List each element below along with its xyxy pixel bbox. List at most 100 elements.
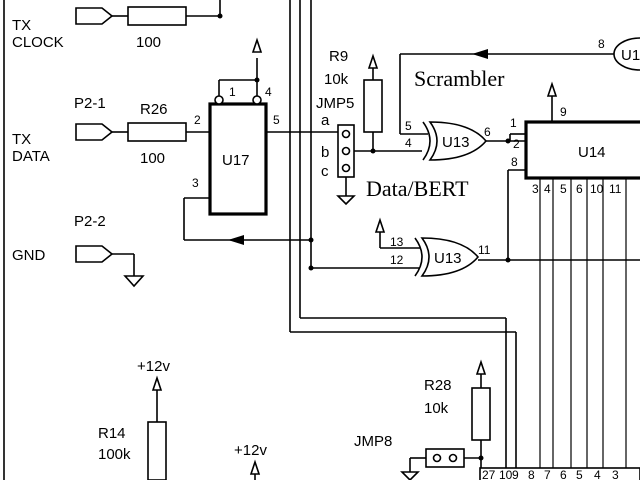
r28-ref: R28 — [424, 377, 452, 394]
xor-gate-u13b-curve — [414, 237, 423, 277]
jmp5-pin-b: b — [321, 144, 329, 161]
jmp5-pin-c: c — [321, 163, 329, 180]
header-pin: 8 — [528, 468, 535, 480]
header-pin: 5 — [576, 468, 583, 480]
u14-pin-bottom: 10 — [590, 182, 604, 196]
u13a-pin-6: 6 — [484, 125, 491, 139]
jumper-pin — [341, 146, 351, 156]
p2-2-label: P2-2 — [74, 213, 106, 230]
xor-gate-u13a — [428, 121, 488, 161]
junction-dot — [308, 265, 314, 271]
supply-arrow — [475, 359, 487, 375]
supply-arrow — [249, 459, 261, 475]
ground-symbol — [336, 195, 356, 206]
ground-symbol — [400, 471, 420, 480]
jmp8-label: JMP8 — [354, 433, 392, 450]
supply-12v-label-2: +12v — [234, 442, 267, 459]
resistor-r28 — [471, 387, 491, 441]
pin-bubble — [252, 95, 262, 105]
resistor-r26 — [127, 122, 187, 142]
u14-pin-9: 9 — [560, 105, 567, 119]
p2-1-label: P2-1 — [74, 95, 106, 112]
data-bert-note: Data/BERT — [366, 176, 469, 201]
u14-pin-1: 1 — [510, 116, 517, 130]
supply-arrow — [374, 217, 386, 233]
xor-gate-u13a-curve — [422, 121, 431, 161]
tx-clock-label-1: TX — [12, 17, 31, 34]
supply-arrow — [251, 37, 263, 53]
connector-header — [479, 467, 640, 480]
u14-pin-bottom: 4 — [544, 182, 551, 196]
junction-dot — [308, 237, 314, 243]
u14-pin-bottom: 3 — [532, 182, 539, 196]
chip-u17 — [208, 102, 268, 216]
r26-value: 100 — [140, 150, 165, 167]
gnd-port — [75, 245, 114, 263]
junction-dot — [254, 77, 260, 83]
u14-pin-bottom: 11 — [609, 182, 622, 196]
jmp5-pin-a: a — [321, 112, 330, 129]
supply-arrow — [151, 375, 163, 391]
supply-arrow — [367, 53, 379, 69]
u13a-pin-4: 4 — [405, 136, 412, 150]
u14-pin-bottom: 6 — [576, 182, 583, 196]
header-pin: 4 — [594, 468, 601, 480]
header-pin: 9 — [512, 468, 519, 480]
u14-pin-bottom: 5 — [560, 182, 567, 196]
jumper-pin — [341, 163, 351, 173]
junction-dot — [217, 13, 223, 19]
header-pin: 27 — [482, 468, 496, 480]
r14-ref: R14 — [98, 425, 126, 442]
u13b-pin-11: 11 — [478, 243, 491, 257]
u13b-pin-12: 12 — [390, 253, 404, 267]
jumper-jmp8 — [425, 448, 465, 468]
u13b-label: U13 — [434, 250, 462, 267]
r9-value: 10k — [324, 71, 349, 88]
u13a-pin-5: 5 — [405, 119, 412, 133]
ground-symbol — [123, 275, 145, 288]
resistor-top — [127, 6, 187, 26]
header-pin: 6 — [560, 468, 567, 480]
resistor-r14 — [147, 421, 167, 480]
gnd-label: GND — [12, 247, 46, 264]
u13b-pin-13: 13 — [390, 235, 404, 249]
header-pin: 3 — [612, 468, 619, 480]
r28-value: 10k — [424, 400, 449, 417]
flow-arrow — [228, 235, 244, 245]
header-pin: 10 — [499, 468, 513, 480]
u1-pin-8: 8 — [598, 37, 605, 51]
resistor-top-value: 100 — [136, 34, 161, 51]
u13a-label: U13 — [442, 134, 470, 151]
jumper-pin — [448, 453, 458, 463]
supply-arrow — [546, 81, 558, 97]
tx-data-port — [75, 123, 114, 141]
resistor-r9 — [363, 79, 383, 133]
jumper-pin — [341, 129, 351, 139]
scrambler-note: Scrambler — [414, 66, 505, 91]
u14-pin-8: 8 — [511, 155, 518, 169]
chip-u1-partial — [613, 37, 640, 71]
u17-pin-4: 4 — [265, 85, 272, 99]
u14-pin-2: 2 — [513, 137, 520, 151]
supply-12v-label: +12v — [137, 358, 170, 375]
tx-clock-label-2: CLOCK — [12, 34, 64, 51]
u17-pin-5: 5 — [273, 113, 280, 127]
xor-gate-u13b — [420, 237, 480, 277]
r26-ref: R26 — [140, 101, 168, 118]
u17-pin-1: 1 — [229, 85, 236, 99]
tx-data-label-2: DATA — [12, 148, 50, 165]
r14-value: 100k — [98, 446, 131, 463]
header-pin: 7 — [544, 468, 551, 480]
u17-label: U17 — [222, 152, 250, 169]
jmp5-label: JMP5 — [316, 95, 354, 112]
u17-pin-2: 2 — [194, 113, 201, 127]
u1-label: U1 — [621, 47, 640, 64]
r9-ref: R9 — [329, 48, 348, 65]
pin-bubble — [214, 95, 224, 105]
jumper-pin — [432, 453, 442, 463]
junction-dot — [505, 257, 511, 263]
u14-label: U14 — [578, 144, 606, 161]
u17-pin-3: 3 — [192, 176, 199, 190]
chip-u14 — [524, 120, 640, 180]
